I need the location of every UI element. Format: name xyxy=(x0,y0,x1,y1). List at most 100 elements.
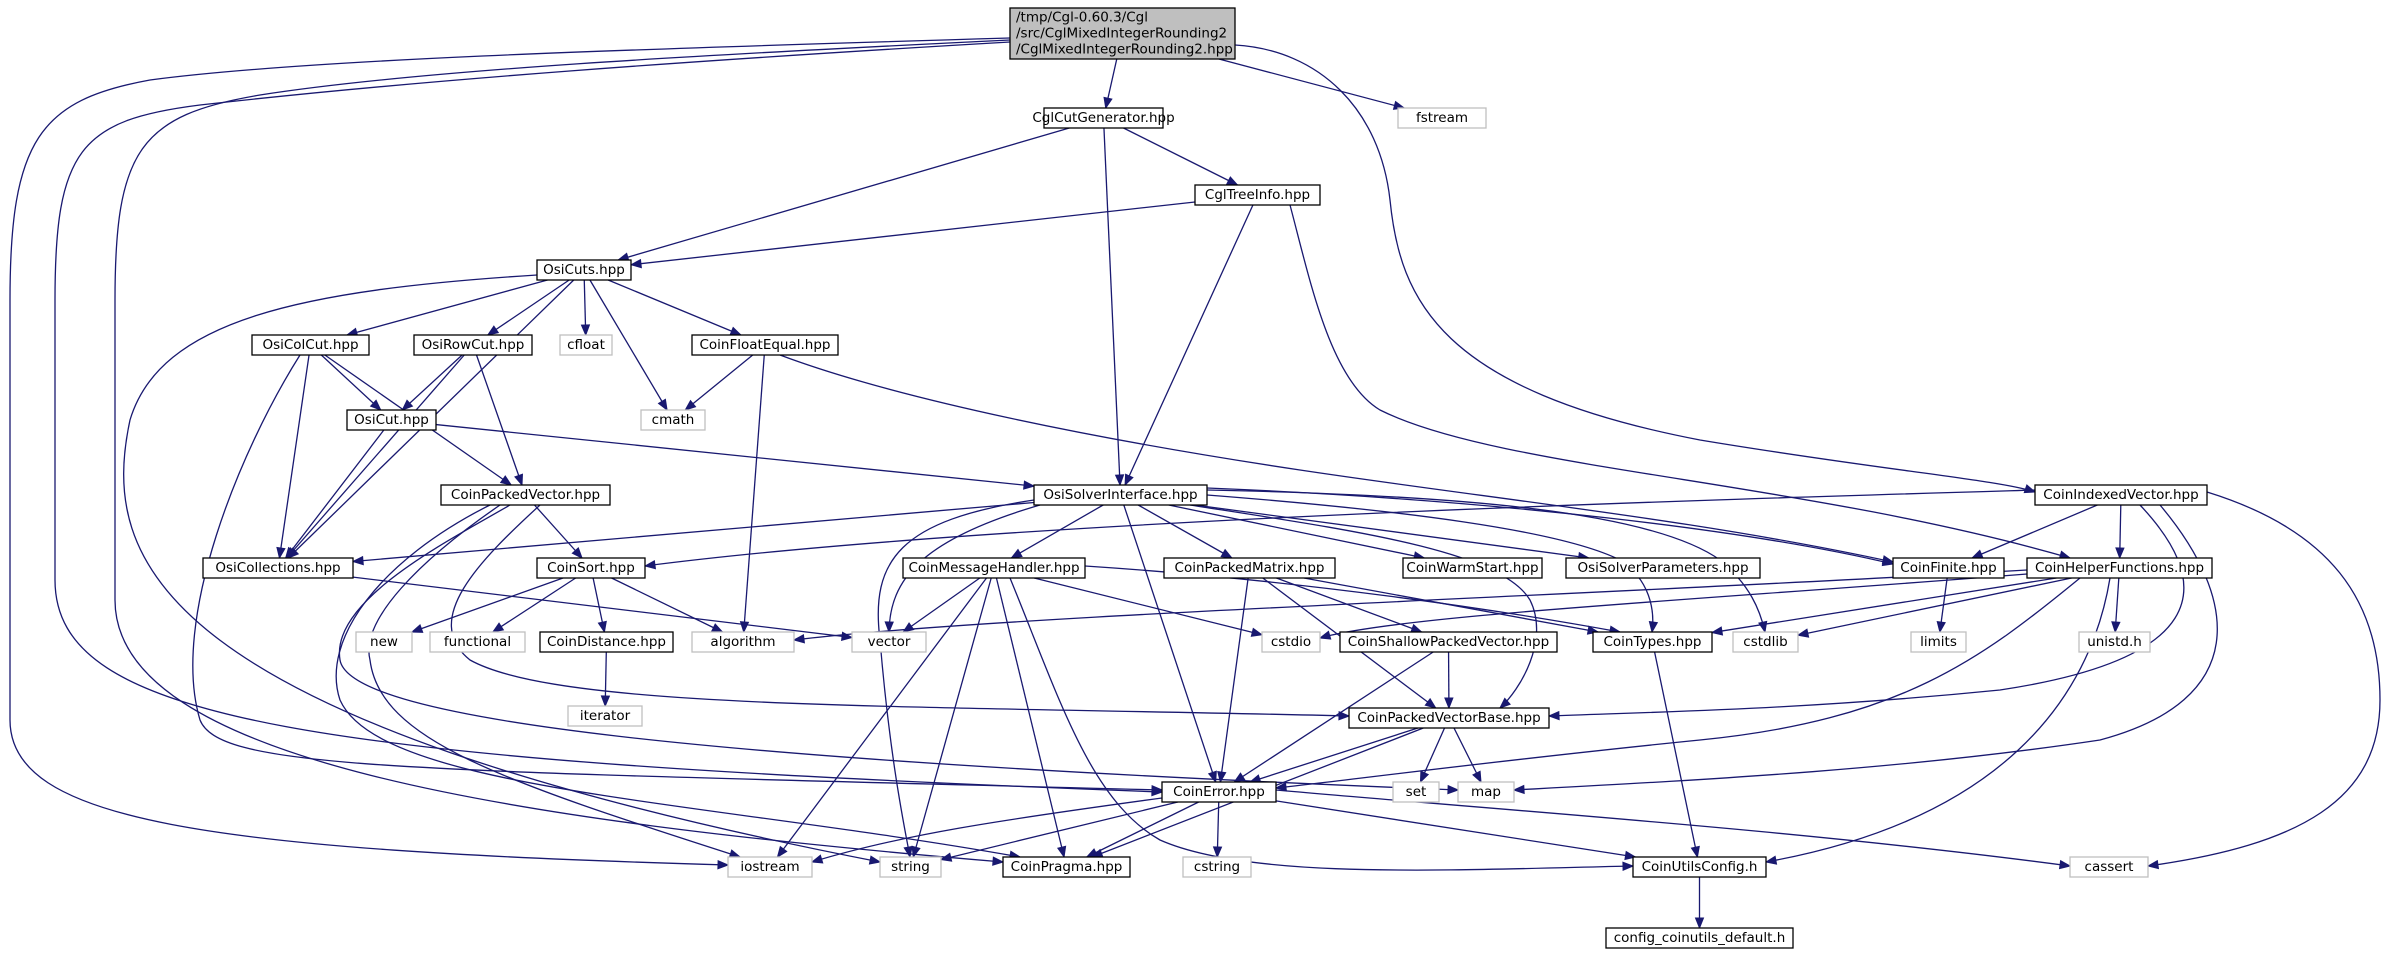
node-box[interactable] xyxy=(1033,484,1208,506)
edge-cointypes-to-coinutilsconfig xyxy=(1653,651,1700,859)
edge-coinshallowpackedvector-to-coinerror xyxy=(1233,651,1434,783)
node-box[interactable] xyxy=(440,484,611,506)
edge-cgltreeinfo-to-coinhelperfunctions xyxy=(1289,204,2072,560)
node-cglcutgen[interactable]: CglCutGenerator.hpp xyxy=(1032,107,1175,129)
node-osicolcut[interactable]: OsiColCut.hpp xyxy=(251,334,370,356)
node-osirowcut[interactable]: OsiRowCut.hpp xyxy=(413,334,533,356)
edge-coinmessagehandler-to-vector xyxy=(902,577,981,633)
node-coinerror[interactable]: CoinError.hpp xyxy=(1161,781,1277,803)
edge-osisolverinterface-to-coinpackedmatrix xyxy=(1137,504,1234,559)
node-coinpragma[interactable]: CoinPragma.hpp xyxy=(1002,856,1131,878)
edge-coinhelperfunctions-to-cstdlib xyxy=(1796,577,2072,638)
node-box[interactable] xyxy=(691,334,839,356)
node-label: CoinWarmStart.hpp xyxy=(1406,560,1538,576)
node-label: unistd.h xyxy=(2087,634,2142,650)
node-cointypes[interactable]: CoinTypes.hpp xyxy=(1592,631,1713,653)
node-box xyxy=(1009,7,1236,60)
node-coinfloatequal[interactable]: CoinFloatEqual.hpp xyxy=(691,334,839,356)
edge-osirowcut-to-osicut xyxy=(401,354,463,411)
edge-coinindexedvector-to-coinfinite xyxy=(1970,504,2098,559)
edge-coinindexedvector-to-coinsort xyxy=(643,489,2036,570)
node-box[interactable] xyxy=(2026,557,2213,579)
node-coinwarmstart[interactable]: CoinWarmStart.hpp xyxy=(1402,557,1543,579)
node-coinpackedvector[interactable]: CoinPackedVector.hpp xyxy=(440,484,611,506)
edge-osicuts-to-osicolcut xyxy=(345,279,548,337)
edge-coinfloatequal-to-cmath xyxy=(684,354,754,411)
edge-coinerror-to-iostream xyxy=(810,797,1163,864)
node-label: cstdlib xyxy=(1743,634,1787,650)
node-box[interactable] xyxy=(1163,557,1336,579)
edge-coinpackedmatrix-to-cointypes xyxy=(1303,577,1600,635)
edge-osisolverinterface-to-coinpackedvectorbase xyxy=(1189,504,1538,709)
node-coinshallowpackedvector[interactable]: CoinShallowPackedVector.hpp xyxy=(1339,631,1558,653)
edge-osirowcut-to-coinpackedvector xyxy=(475,354,524,487)
node-vector: vector xyxy=(851,631,927,653)
node-box[interactable] xyxy=(1402,557,1543,579)
node-coinindexedvector[interactable]: CoinIndexedVector.hpp xyxy=(2034,484,2208,506)
node-osicuts[interactable]: OsiCuts.hpp xyxy=(536,259,632,281)
node-map: map xyxy=(1457,781,1515,803)
node-functional: functional xyxy=(429,631,526,653)
node-box[interactable] xyxy=(346,409,437,431)
edge-coinhelperfunctions-to-cointypes xyxy=(1710,577,2057,636)
edge-root-to-cglcutgen xyxy=(1103,58,1118,110)
node-osicut[interactable]: OsiCut.hpp xyxy=(346,409,437,431)
node-label: CoinTypes.hpp xyxy=(1603,634,1701,650)
node-osicollections[interactable]: OsiCollections.hpp xyxy=(202,557,354,579)
edge-osicuts-to-string xyxy=(123,274,882,865)
node-coinpackedmatrix[interactable]: CoinPackedMatrix.hpp xyxy=(1163,557,1336,579)
edge-root-to-coinerror xyxy=(54,41,1164,797)
edge-coinfloatequal-to-coinfinite xyxy=(779,354,1895,565)
node-box[interactable] xyxy=(1002,856,1131,878)
node-box xyxy=(727,856,813,878)
node-box[interactable] xyxy=(536,557,646,579)
node-box[interactable] xyxy=(1605,927,1794,949)
node-box[interactable] xyxy=(1339,631,1558,653)
node-label: cfloat xyxy=(567,337,605,353)
node-cgltreeinfo[interactable]: CglTreeInfo.hpp xyxy=(1194,184,1321,206)
node-box[interactable] xyxy=(2034,484,2208,506)
node-box[interactable] xyxy=(1043,107,1164,129)
node-limits: limits xyxy=(1910,631,1967,653)
node-box[interactable] xyxy=(251,334,370,356)
node-coinfinite[interactable]: CoinFinite.hpp xyxy=(1892,557,2005,579)
node-box[interactable] xyxy=(1592,631,1713,653)
node-coinmessagehandler[interactable]: CoinMessageHandler.hpp xyxy=(902,557,1086,579)
node-label: OsiRowCut.hpp xyxy=(422,337,525,353)
node-label: cstring xyxy=(1194,859,1240,875)
node-box[interactable] xyxy=(1632,856,1767,878)
node-coinhelperfunctions[interactable]: CoinHelperFunctions.hpp xyxy=(2026,557,2213,579)
node-box[interactable] xyxy=(1348,707,1550,729)
node-box[interactable] xyxy=(536,259,632,281)
node-coinutilsconfig[interactable]: CoinUtilsConfig.h xyxy=(1632,856,1767,878)
edge-cglcutgen-to-osisolverinterface xyxy=(1103,127,1125,487)
node-box[interactable] xyxy=(1892,557,2005,579)
node-box[interactable] xyxy=(902,557,1086,579)
node-label: CglCutGenerator.hpp xyxy=(1032,110,1174,126)
node-label: OsiCuts.hpp xyxy=(543,262,625,278)
edge-cgltreeinfo-to-osisolverinterface xyxy=(1124,204,1254,487)
node-label: CoinMessageHandler.hpp xyxy=(908,560,1079,576)
edge-coinhelperfunctions-to-cstdio xyxy=(1318,573,2028,640)
node-label: CoinFinite.hpp xyxy=(1900,560,1996,576)
node-osisolverparameters[interactable]: OsiSolverParameters.hpp xyxy=(1565,557,1761,579)
node-coindistance[interactable]: CoinDistance.hpp xyxy=(539,631,674,653)
node-box[interactable] xyxy=(1565,557,1761,579)
node-box[interactable] xyxy=(1194,184,1321,206)
edge-coinpackedvector-to-map xyxy=(338,504,1460,795)
node-coinpackedvectorbase[interactable]: CoinPackedVectorBase.hpp xyxy=(1348,707,1550,729)
node-box[interactable] xyxy=(413,334,533,356)
node-label: fstream xyxy=(1416,110,1468,126)
node-box[interactable] xyxy=(1161,781,1277,803)
node-label: /tmp/Cgl-0.60.3/Cgl xyxy=(1016,10,1148,26)
node-osisolverinterface[interactable]: OsiSolverInterface.hpp xyxy=(1033,484,1208,506)
node-coinsort[interactable]: CoinSort.hpp xyxy=(536,557,646,579)
node-box[interactable] xyxy=(539,631,674,653)
node-configdefault[interactable]: config_coinutils_default.h xyxy=(1605,927,1794,949)
edge-coinmessagehandler-to-iostream xyxy=(776,577,988,859)
node-cmath: cmath xyxy=(640,409,706,431)
edge-coinsort-to-new xyxy=(410,577,564,633)
node-box[interactable] xyxy=(202,557,354,579)
